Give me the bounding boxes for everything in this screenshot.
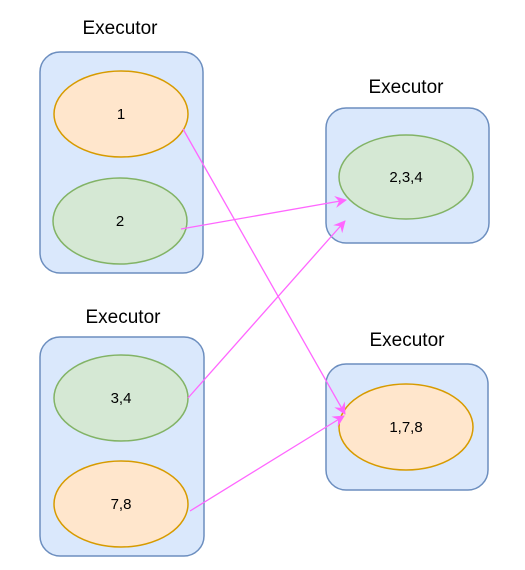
partition-label: 1,7,8: [389, 419, 422, 436]
executor-label: Executor: [83, 18, 159, 39]
partition-node: 7,8: [53, 460, 189, 548]
partition-node: 2,3,4: [338, 134, 474, 220]
arrow-1-to-178: [182, 128, 346, 415]
arrow-2-to-234: [180, 195, 347, 230]
partition-ellipse: [338, 383, 474, 471]
partition-node: 2: [52, 177, 188, 265]
partition-ellipse: [52, 177, 188, 265]
executor-bottom-right: Executor 1,7,8: [325, 330, 489, 491]
shuffle-arrows: [180, 128, 347, 512]
arrow-78-to-178: [189, 415, 345, 512]
partition-label: 1: [117, 106, 125, 123]
executor-label: Executor: [370, 330, 446, 351]
partition-ellipse: [53, 460, 189, 548]
partition-label: 7,8: [111, 496, 132, 513]
executor-bottom-left: Executor 3,4 7,8: [39, 307, 205, 557]
partition-ellipse: [338, 134, 474, 220]
partition-node: 1,7,8: [338, 383, 474, 471]
partition-ellipse: [53, 70, 189, 158]
executor-label: Executor: [369, 77, 445, 98]
executor-top-right: Executor 2,3,4: [325, 77, 490, 244]
executor-label: Executor: [86, 307, 162, 328]
executor-top-left: Executor 1 2: [39, 18, 204, 274]
partition-label: 2,3,4: [389, 169, 422, 186]
partition-label: 2: [116, 213, 124, 230]
partition-node: 1: [53, 70, 189, 158]
partition-label: 3,4: [111, 390, 132, 407]
arrow-34-to-234: [187, 220, 346, 399]
partition-node: 3,4: [53, 354, 189, 442]
